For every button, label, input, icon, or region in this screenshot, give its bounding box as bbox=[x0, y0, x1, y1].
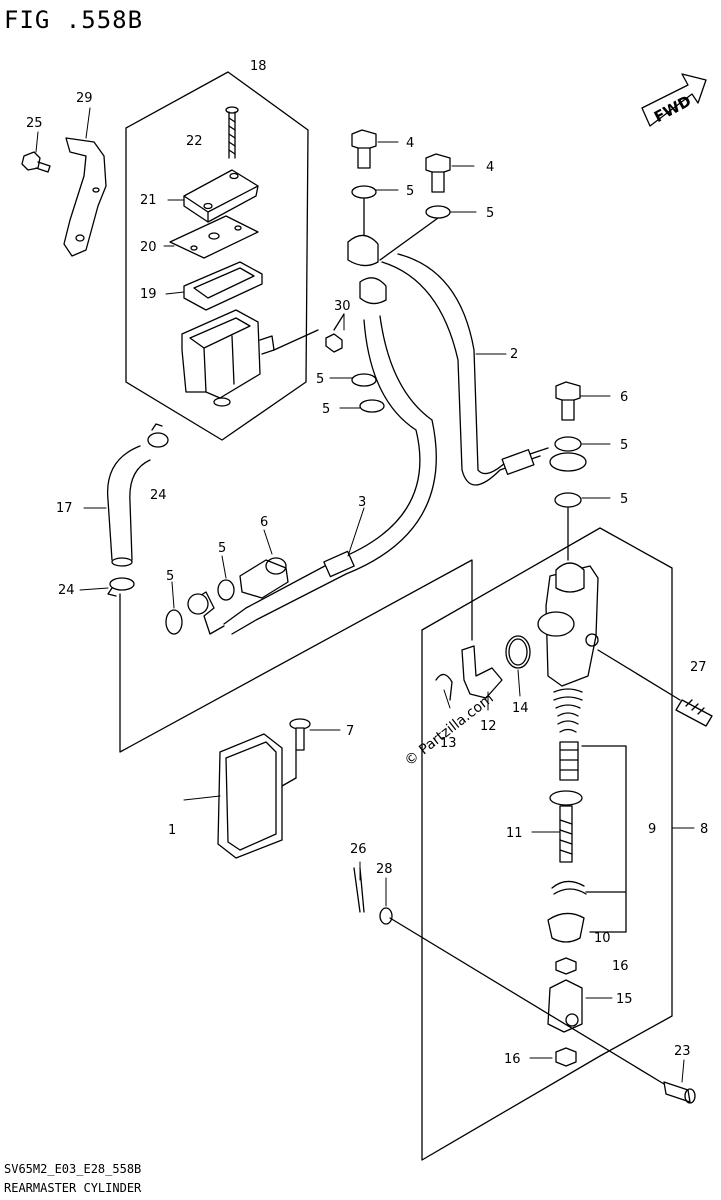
nut-upper bbox=[555, 957, 577, 975]
washer-2 bbox=[425, 205, 451, 219]
callout-24a: 24 bbox=[150, 488, 167, 503]
callout-20: 20 bbox=[140, 240, 157, 255]
push-rod bbox=[549, 790, 583, 863]
leader-reservoir-line bbox=[119, 559, 473, 753]
clevis-pin bbox=[663, 1081, 696, 1104]
circlip bbox=[551, 880, 587, 895]
hose-clamp-lower bbox=[107, 577, 135, 597]
callout-7: 7 bbox=[346, 724, 354, 739]
callout-22: 22 bbox=[186, 134, 203, 149]
reservoir-cap-screw bbox=[225, 106, 239, 159]
union-bolt-right bbox=[425, 153, 451, 193]
diaphragm-plate bbox=[169, 215, 259, 259]
hose-connector-lower bbox=[239, 557, 289, 599]
brake-hose-3 bbox=[223, 315, 437, 635]
reservoir-mount-bolt bbox=[325, 313, 345, 353]
callout-30: 30 bbox=[334, 299, 351, 314]
diaphragm bbox=[183, 261, 263, 311]
assembly-name: REARMASTER CYLINDER bbox=[4, 1181, 142, 1195]
callout-18: 18 bbox=[250, 59, 267, 74]
callout-21: 21 bbox=[140, 193, 157, 208]
washer-3 bbox=[351, 373, 377, 387]
cover-screw bbox=[289, 718, 311, 751]
callout-27: 27 bbox=[690, 660, 707, 675]
cylinder-mount-bolt bbox=[675, 699, 713, 727]
callout-17: 17 bbox=[56, 501, 73, 516]
callout-5e: 5 bbox=[620, 438, 628, 453]
model-code: SV65M2_E03_E28_558B bbox=[4, 1162, 142, 1176]
callout-16b: 16 bbox=[504, 1052, 521, 1067]
callout-6b: 6 bbox=[260, 515, 268, 530]
callout-5h: 5 bbox=[166, 569, 174, 584]
callout-2: 2 bbox=[510, 347, 518, 362]
master-cylinder-group-outline bbox=[421, 527, 673, 1161]
figure-title: FIG .558B bbox=[4, 6, 144, 34]
hose-clamp-upper bbox=[147, 423, 169, 448]
callout-29: 29 bbox=[76, 91, 93, 106]
leader-reservoir-bolt bbox=[273, 329, 319, 351]
bracket-bolt bbox=[21, 151, 51, 173]
washer-7 bbox=[217, 579, 235, 601]
callout-5f: 5 bbox=[620, 492, 628, 507]
washer-5 bbox=[554, 436, 582, 452]
reservoir-cover bbox=[217, 733, 283, 859]
callout-5d: 5 bbox=[322, 402, 330, 417]
callout-14: 14 bbox=[512, 701, 529, 716]
forward-arrow-icon: FWD bbox=[641, 73, 707, 127]
leader-lines bbox=[35, 107, 695, 1083]
leader-group-9 bbox=[581, 745, 627, 933]
callout-5g: 5 bbox=[218, 541, 226, 556]
callout-labels: 1 2 3 4 4 5 5 5 5 5 5 5 5 6 6 7 8 9 10 1… bbox=[26, 59, 708, 1067]
callout-4a: 4 bbox=[406, 136, 414, 151]
callout-3: 3 bbox=[358, 495, 366, 510]
callout-1: 1 bbox=[168, 823, 176, 838]
callout-19: 19 bbox=[140, 287, 157, 302]
leader-pin bbox=[389, 917, 665, 1085]
callout-10: 10 bbox=[594, 931, 611, 946]
washer-4 bbox=[359, 399, 385, 413]
nut-lower bbox=[555, 1047, 577, 1067]
reservoir-bracket bbox=[63, 137, 107, 257]
cotter-pin bbox=[353, 867, 365, 913]
callout-15: 15 bbox=[616, 992, 633, 1007]
washer-6 bbox=[554, 492, 582, 508]
reservoir-body bbox=[181, 309, 275, 407]
callout-9: 9 bbox=[648, 822, 656, 837]
callout-28: 28 bbox=[376, 862, 393, 877]
retaining-clip bbox=[435, 673, 453, 701]
reservoir-group-outline bbox=[125, 71, 309, 441]
washer-1 bbox=[351, 185, 377, 199]
callout-16a: 16 bbox=[612, 959, 629, 974]
brake-hose-2 bbox=[381, 253, 549, 486]
master-cylinder-body bbox=[537, 562, 599, 687]
pin-washer bbox=[379, 907, 393, 925]
hose-fitting-top bbox=[347, 234, 387, 305]
callout-6a: 6 bbox=[620, 390, 628, 405]
callout-4b: 4 bbox=[486, 160, 494, 175]
reservoir-hose bbox=[106, 445, 151, 567]
callout-12: 12 bbox=[480, 719, 497, 734]
callout-5c: 5 bbox=[316, 372, 324, 387]
union-bolt-left bbox=[351, 129, 377, 169]
o-ring bbox=[505, 635, 531, 669]
callout-26: 26 bbox=[350, 842, 367, 857]
union-bolt-cylinder bbox=[555, 381, 581, 421]
callout-23: 23 bbox=[674, 1044, 691, 1059]
callout-5a: 5 bbox=[406, 184, 414, 199]
callout-11: 11 bbox=[506, 826, 523, 841]
callout-25: 25 bbox=[26, 116, 43, 131]
callout-5b: 5 bbox=[486, 206, 494, 221]
callout-24b: 24 bbox=[58, 583, 75, 598]
reservoir-cap bbox=[183, 169, 259, 223]
spring bbox=[553, 688, 583, 733]
banjo-fitting bbox=[549, 452, 587, 472]
washer-8 bbox=[165, 609, 183, 635]
callout-13: 13 bbox=[440, 736, 457, 751]
hose-joint bbox=[461, 645, 503, 699]
boot bbox=[547, 912, 585, 943]
callout-8: 8 bbox=[700, 822, 708, 837]
piston bbox=[559, 741, 579, 781]
hose-end-lower bbox=[187, 591, 225, 635]
